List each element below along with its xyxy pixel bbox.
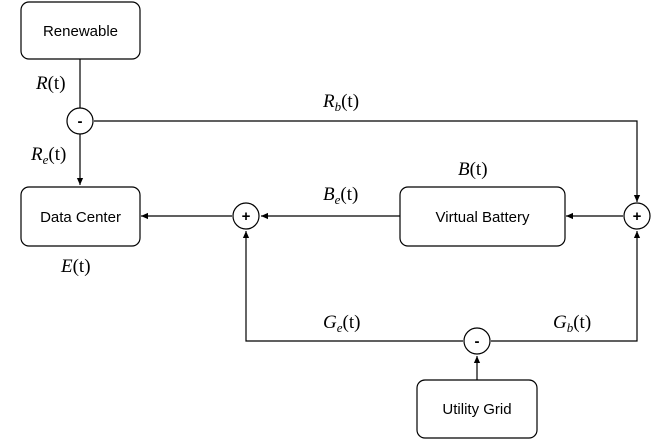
- junction-sign: -: [78, 113, 83, 130]
- signal-e-label: E(t): [60, 256, 91, 277]
- data-center-node: Data Center: [20, 186, 141, 247]
- grid-split-junction: -: [463, 327, 491, 355]
- signal-be-label: Be(t): [323, 184, 358, 207]
- signal-ge-label: Ge(t): [323, 312, 360, 335]
- junction-sign: +: [242, 208, 251, 225]
- data-center-label: Data Center: [40, 209, 121, 226]
- renewable-node: Renewable: [20, 1, 141, 60]
- renewable-split-junction: -: [66, 107, 94, 135]
- signal-r-label: R(t): [35, 73, 66, 94]
- edges: [76, 58, 641, 380]
- junction-sign: +: [633, 208, 642, 225]
- signal-gb-label: Gb(t): [553, 312, 591, 335]
- utility-grid-node: Utility Grid: [416, 379, 538, 439]
- signal-b-label: B(t): [458, 159, 488, 180]
- virtual-battery-node: Virtual Battery: [399, 186, 566, 247]
- edge-split-to-battery-sum: [94, 120, 641, 202]
- battery-sum-junction: +: [623, 202, 651, 230]
- edge-grid-split-to-datacenter-sum: [242, 231, 463, 342]
- utility-grid-label: Utility Grid: [442, 401, 511, 418]
- renewable-label: Renewable: [43, 23, 118, 40]
- junction-sign: -: [475, 333, 480, 350]
- virtual-battery-label: Virtual Battery: [436, 209, 530, 226]
- edge-grid-split-to-battery-sum: [491, 231, 641, 342]
- signal-rb-label: Rb(t): [322, 91, 359, 114]
- signal-re-label: Re(t): [30, 144, 66, 167]
- data-center-sum-junction: +: [232, 202, 260, 230]
